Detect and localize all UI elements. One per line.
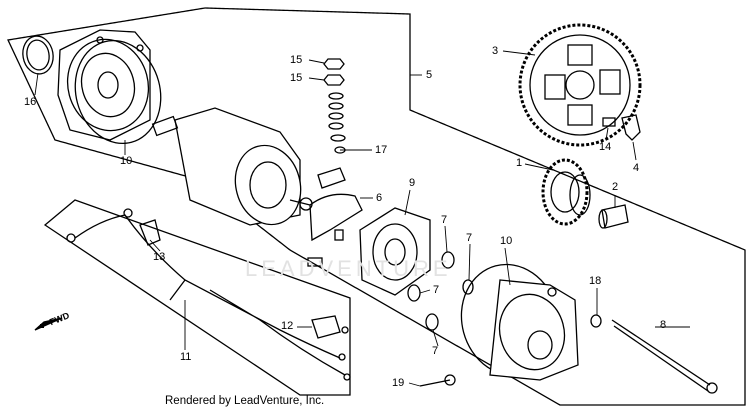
callout-5: 5 xyxy=(426,69,433,81)
motor-yoke xyxy=(151,107,313,226)
callout-15-bottom: 15 xyxy=(290,72,303,84)
callout-10-right: 10 xyxy=(500,235,513,247)
watermark-text: LEADVENTURE xyxy=(245,256,452,281)
brush-plate-6 xyxy=(307,167,363,267)
harness-11 xyxy=(74,214,346,376)
callout-3: 3 xyxy=(492,45,499,57)
front-cover xyxy=(57,29,151,141)
callout-19: 19 xyxy=(392,377,405,389)
callout-18: 18 xyxy=(589,275,602,287)
nut-7b xyxy=(462,279,474,295)
callout-7-d: 7 xyxy=(432,345,439,357)
o-ring-16 xyxy=(22,35,54,75)
bolt-14 xyxy=(602,117,616,127)
callout-4: 4 xyxy=(633,162,640,174)
callout-7-a: 7 xyxy=(441,214,448,226)
rear-cover xyxy=(460,263,579,381)
bushing-2 xyxy=(598,204,629,229)
harness-outline xyxy=(43,199,351,396)
callout-14: 14 xyxy=(599,141,612,153)
callout-10-left: 10 xyxy=(120,155,133,167)
callout-11: 11 xyxy=(180,351,192,363)
callout-15-top: 15 xyxy=(290,54,303,66)
callout-12: 12 xyxy=(281,320,294,332)
bolt-8 xyxy=(611,319,711,386)
callout-7-b: 7 xyxy=(466,232,473,244)
nut-7d xyxy=(425,313,439,331)
sprocket-3 xyxy=(518,23,642,147)
callout-2: 2 xyxy=(612,181,619,193)
callout-6: 6 xyxy=(376,192,383,204)
callout-8: 8 xyxy=(660,319,667,331)
stopper-4 xyxy=(621,114,641,141)
callout-16: 16 xyxy=(24,96,37,108)
callout-7-c: 7 xyxy=(433,284,440,296)
callout-13: 13 xyxy=(153,251,166,263)
footer-credit: Rendered by LeadVenture, Inc. xyxy=(165,395,325,407)
callout-17: 17 xyxy=(375,144,388,156)
washer-stack xyxy=(323,58,346,154)
connector-12 xyxy=(311,315,341,339)
callout-1: 1 xyxy=(516,157,523,169)
nut-7c xyxy=(407,284,421,302)
callout-9: 9 xyxy=(409,177,416,189)
nut-7a xyxy=(441,251,455,269)
washer-18 xyxy=(590,314,602,328)
brush-holder-9 xyxy=(359,207,431,296)
o-ring-10-left xyxy=(74,39,162,145)
assembly-outline xyxy=(7,7,746,406)
gear-1 xyxy=(541,158,591,226)
connector-13 xyxy=(139,219,161,246)
